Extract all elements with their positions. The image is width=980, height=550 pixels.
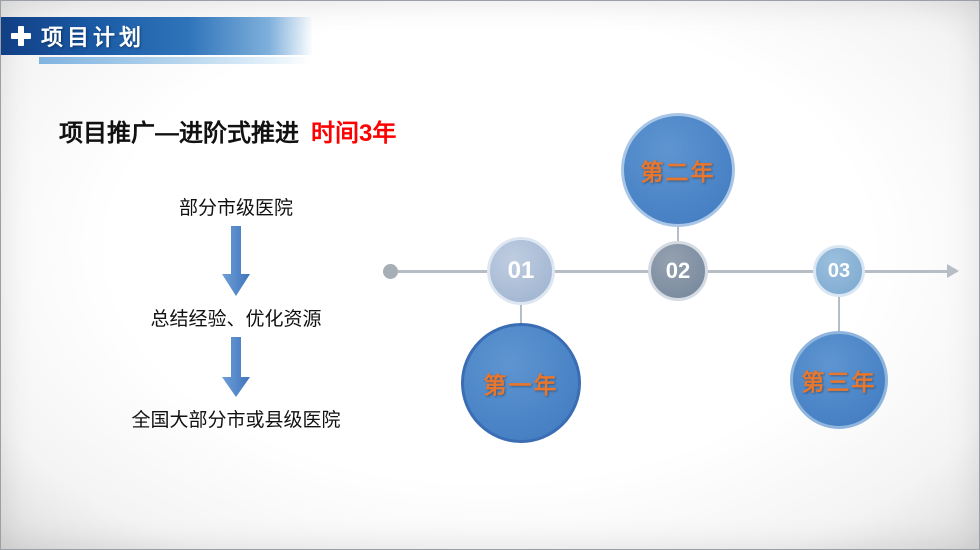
flow-step-3: 全国大部分市或县级医院 bbox=[131, 410, 341, 431]
down-arrow-icon bbox=[222, 337, 250, 397]
cross-icon bbox=[1, 17, 41, 55]
heading-duration: 时间3年 bbox=[311, 120, 397, 147]
milestone-node-02: 02 bbox=[648, 241, 708, 301]
down-arrow-icon bbox=[222, 226, 250, 296]
year-circle-3: 第三年 bbox=[790, 331, 888, 429]
header-banner: 项目计划 bbox=[1, 17, 313, 55]
slide-heading: 项目推广—进阶式推进时间3年 bbox=[59, 113, 396, 148]
banner-underline bbox=[39, 57, 311, 64]
milestone-node-03: 03 bbox=[813, 245, 865, 297]
flow-step-2: 总结经验、优化资源 bbox=[150, 309, 322, 330]
year-circle-1: 第一年 bbox=[461, 323, 581, 443]
year-circle-2: 第二年 bbox=[621, 113, 735, 227]
timeline-connector-3 bbox=[838, 295, 840, 335]
section-title: 项目计划 bbox=[41, 25, 146, 50]
heading-text: 项目推广—进阶式推进 bbox=[59, 120, 299, 147]
timeline-start-dot bbox=[383, 264, 398, 279]
timeline-connector-1 bbox=[520, 301, 522, 327]
timeline-connector-2 bbox=[677, 223, 679, 245]
flow-diagram: 部分市级医院 总结经验、优化资源 全国大部分市或县级医院 bbox=[56, 193, 416, 432]
timeline-arrow-icon bbox=[947, 264, 959, 278]
milestone-node-01: 01 bbox=[487, 237, 555, 305]
flow-step-1: 部分市级医院 bbox=[178, 198, 293, 219]
